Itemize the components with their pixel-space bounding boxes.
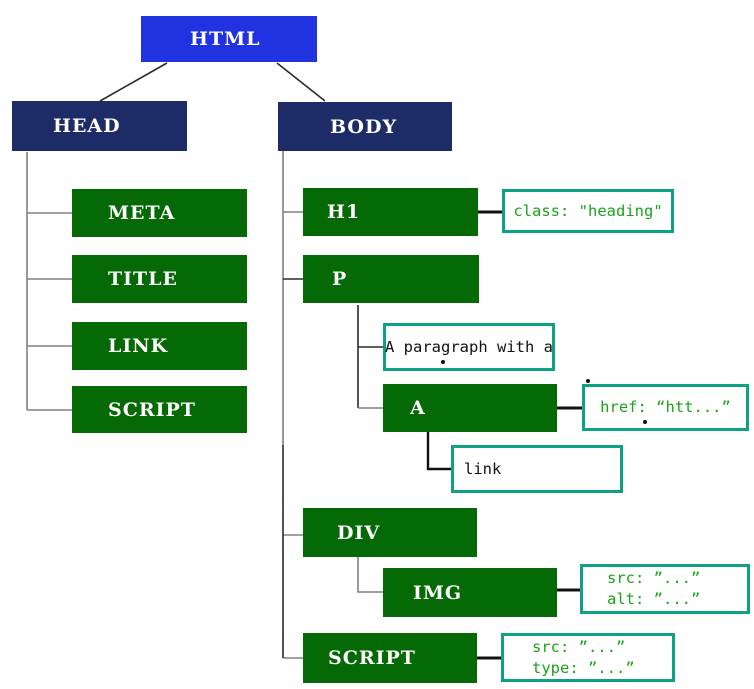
body-subtree-edges-dark <box>282 278 303 658</box>
annotation-a-link-text: link <box>451 445 623 493</box>
node-img: IMG <box>383 568 557 617</box>
node-script-body: SCRIPT <box>303 633 477 683</box>
div-to-img-edge <box>357 557 383 593</box>
a-to-link-edge <box>426 432 451 471</box>
annotation-line: src: ”...” <box>607 569 701 587</box>
node-title: TITLE <box>72 255 247 303</box>
annotation-img-attrs: src: ”...” alt: ”...” <box>580 564 750 614</box>
node-meta: META <box>72 189 247 237</box>
body-subtree-edges-gray <box>282 151 303 659</box>
annotation-line: class: "heading" <box>513 201 663 220</box>
annotation-line: href: “htt...” <box>600 398 731 416</box>
stray-dot <box>586 379 590 383</box>
p-subtree-edges <box>357 305 383 408</box>
root-branch-edges <box>99 62 326 102</box>
node-h1: H1 <box>303 188 478 236</box>
annotation-h1-class: class: "heading" <box>502 189 674 233</box>
node-a: A <box>383 384 557 432</box>
node-p: P <box>303 255 479 303</box>
annotation-line: type: ”...” <box>532 658 635 677</box>
node-div: DIV <box>303 508 477 557</box>
annotation-p-text: A paragraph with a <box>383 323 555 371</box>
annotation-line: src: ”...” <box>532 637 626 656</box>
annotation-script-attrs: src: ”...” type: ”...” <box>501 633 675 682</box>
node-body: BODY <box>278 102 452 151</box>
node-html: HTML <box>141 16 317 62</box>
annotation-a-href: href: “htt...” <box>582 384 749 431</box>
annotation-line: link <box>464 459 502 478</box>
annotation-line: alt: ”...” <box>607 590 701 608</box>
head-subtree-edges <box>26 152 72 411</box>
node-link: LINK <box>72 322 247 370</box>
node-head: HEAD <box>12 101 187 151</box>
annotation-line: A paragraph with a <box>385 337 553 356</box>
node-script-head: SCRIPT <box>72 386 247 433</box>
